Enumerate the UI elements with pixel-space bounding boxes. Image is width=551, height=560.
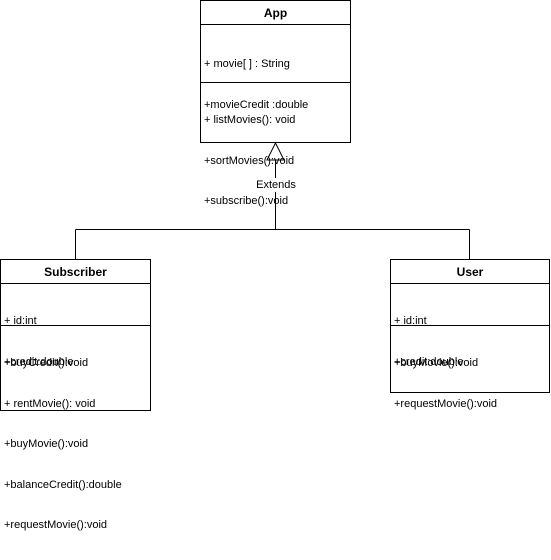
attribute: +credit:double [394,355,464,368]
class-app-attributes: + movie[ ] : String +movieCredit :double [201,25,350,111]
inheritance-connectors [75,141,470,259]
attribute: + movie[ ] : String [204,58,290,70]
class-app-methods: + listMovies(): void +sortMovies():void … [201,83,350,236]
class-user-title: User [391,260,549,284]
method: + rentMovie(): void [4,397,96,410]
method: + listMovies(): void [204,114,296,126]
class-subscriber-title: Subscriber [1,260,150,284]
class-subscriber-attributes: + id:int +credit:double [1,284,150,368]
method: +balanceCredit():double [4,478,122,491]
method: +buyMovie():void [394,357,479,369]
attribute: + id:int [4,315,37,327]
inheritance-arrowhead [266,141,285,161]
class-app-title: App [201,1,350,25]
class-app[interactable]: App + movie[ ] : String +movieCredit :do… [200,0,351,207]
attribute: +movieCredit :double [204,98,309,111]
method: +sortMovies():void [204,154,295,167]
extends-label: Extends [254,178,298,192]
class-subscriber[interactable]: Subscriber + id:int +credit:double +buyC… [0,259,151,531]
method: +buyCredit():void [4,357,89,369]
class-user-methods: +buyMovie():void +requestMovie():void [391,326,549,438]
attribute: + id:int [394,315,427,327]
class-user[interactable]: User + id:int +credit:double +buyMovie()… [390,259,550,410]
method: +buyMovie():void [4,438,89,450]
method: +requestMovie():void [4,519,108,531]
method: +subscribe():void [204,195,289,207]
class-subscriber-methods: +buyCredit():void + rentMovie(): void +b… [1,326,150,560]
method: +requestMovie():void [394,397,498,410]
attribute: +credit:double [4,355,74,368]
class-user-attributes: + id:int +credit:double [391,284,549,368]
